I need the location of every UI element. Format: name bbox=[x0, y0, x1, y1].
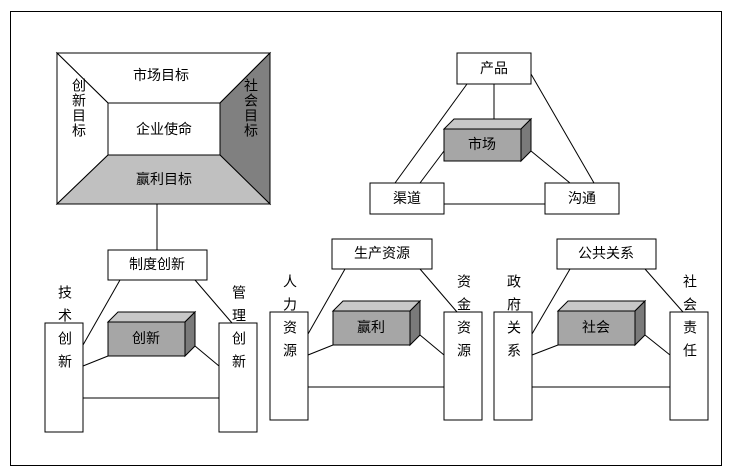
tech-innovation-box bbox=[44, 322, 84, 433]
management-innovation-label: 管理创新 bbox=[230, 285, 246, 377]
innovation-cube-label: 创新 bbox=[132, 331, 160, 347]
social-goal-label: 社会目标 bbox=[242, 78, 258, 138]
market-triangle: 产品 市场 渠道 沟通 bbox=[369, 52, 620, 215]
communication-box bbox=[544, 182, 620, 215]
human-resources-box bbox=[269, 311, 309, 421]
public-relations-label: 公共关系 bbox=[578, 246, 634, 262]
market-goal-label: 市场目标 bbox=[133, 67, 189, 84]
mission-center-box bbox=[107, 102, 221, 156]
product-label: 产品 bbox=[480, 61, 508, 77]
public-relations-box bbox=[556, 238, 657, 270]
capital-resources-box bbox=[443, 311, 483, 421]
human-resources-label: 人力资源 bbox=[281, 274, 297, 366]
profit-cube bbox=[332, 310, 411, 346]
government-relations-label: 政府关系 bbox=[505, 274, 521, 366]
society-cube-label: 社会 bbox=[582, 320, 610, 336]
profit-goal-label: 赢利目标 bbox=[136, 171, 192, 188]
institutional-innovation-label: 制度创新 bbox=[129, 257, 185, 273]
profit-cube-label: 赢利 bbox=[357, 319, 385, 336]
innovation-triangle: 制度创新 创新 技术创新 管理创新 bbox=[44, 249, 258, 433]
institutional-innovation-box bbox=[107, 249, 208, 281]
innovation-goal-label: 创新目标 bbox=[70, 78, 86, 138]
production-resources-label: 生产资源 bbox=[354, 246, 410, 262]
communication-label: 沟通 bbox=[568, 191, 596, 207]
society-cube bbox=[557, 310, 636, 346]
innovation-cube bbox=[107, 321, 186, 357]
outer-frame bbox=[10, 11, 722, 466]
product-box bbox=[456, 52, 532, 85]
channel-box bbox=[369, 182, 445, 215]
mission-label: 企业使命 bbox=[136, 121, 192, 138]
society-triangle: 公共关系 社会 政府关系 社会责任 bbox=[493, 238, 709, 421]
social-responsibility-box bbox=[669, 311, 709, 421]
social-responsibility-label: 社会责任 bbox=[681, 274, 697, 366]
market-cube bbox=[443, 128, 522, 162]
government-relations-box bbox=[493, 311, 533, 421]
production-resources-box bbox=[331, 238, 433, 270]
market-cube-label: 市场 bbox=[468, 136, 496, 153]
mission-frame: 市场目标 企业使命 赢利目标 创新目标 社会目标 bbox=[55, 51, 272, 206]
profit-triangle: 生产资源 赢利 人力资源 资金资源 bbox=[269, 238, 483, 421]
tech-innovation-label: 技术创新 bbox=[56, 285, 72, 377]
channel-label: 渠道 bbox=[393, 191, 421, 207]
management-innovation-box bbox=[218, 322, 258, 433]
capital-resources-label: 资金资源 bbox=[455, 274, 471, 366]
